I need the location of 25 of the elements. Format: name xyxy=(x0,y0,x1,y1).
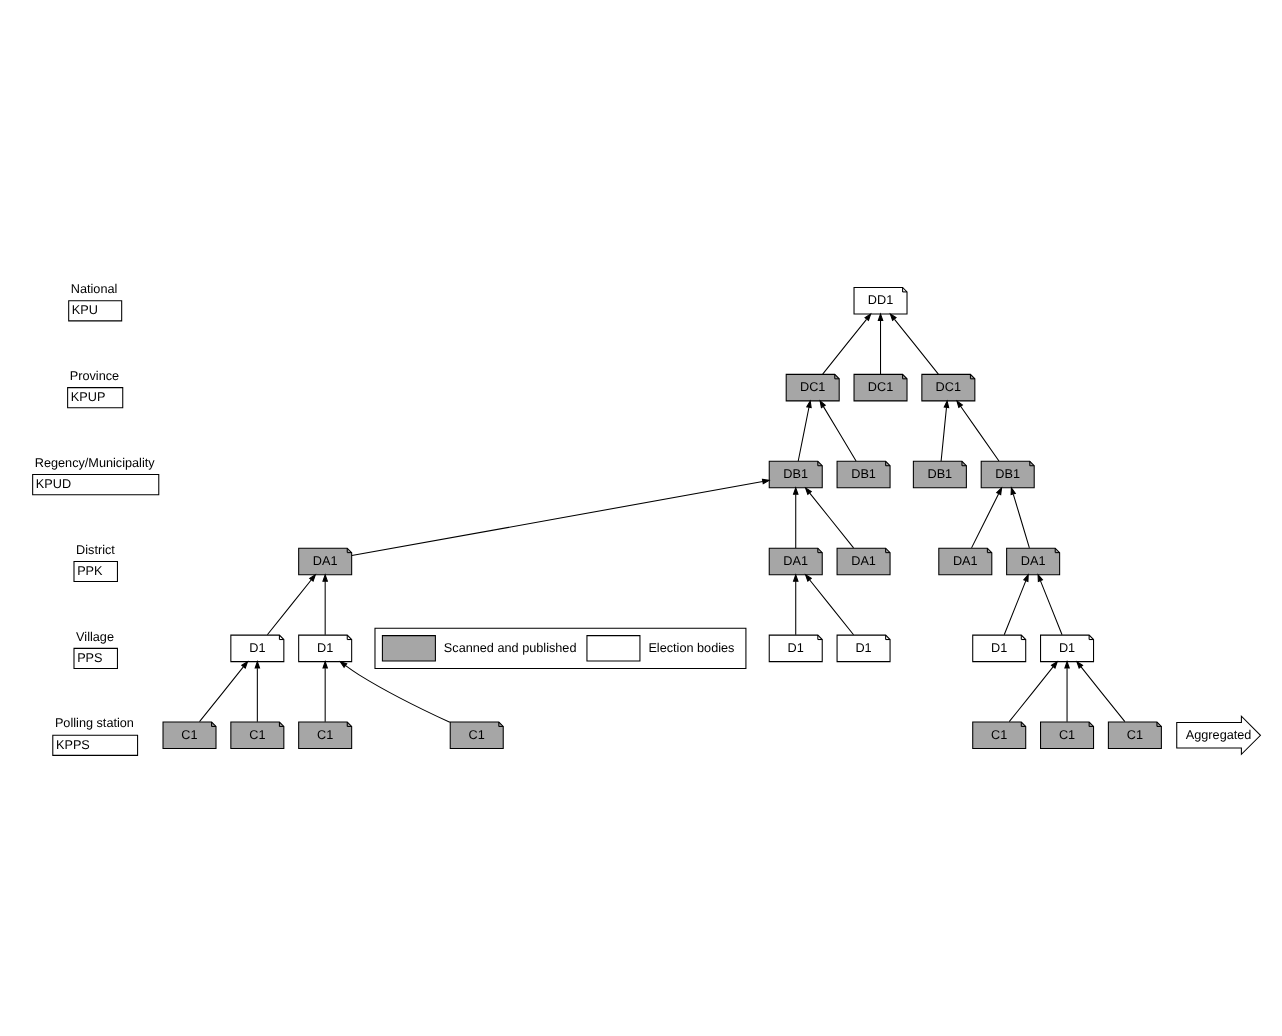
arrow xyxy=(804,486,855,549)
arrow xyxy=(822,312,872,375)
arrow xyxy=(199,660,249,723)
arrow xyxy=(322,573,329,636)
arrow xyxy=(792,573,799,636)
arrow xyxy=(971,486,1003,549)
arrow xyxy=(1064,660,1071,723)
arrow xyxy=(266,573,317,636)
arrow xyxy=(322,660,329,723)
arrow xyxy=(889,312,939,375)
arrow xyxy=(940,399,950,462)
arrow xyxy=(792,486,799,549)
arrow xyxy=(1010,486,1030,549)
arrow xyxy=(254,660,261,723)
arrow xyxy=(1075,660,1126,723)
arrow xyxy=(797,399,812,462)
arrow xyxy=(1003,573,1029,636)
arrow xyxy=(877,312,884,375)
arrow xyxy=(339,660,451,723)
arrow xyxy=(1037,573,1063,636)
arrow xyxy=(1008,660,1059,723)
arrow xyxy=(956,399,1000,462)
arrow xyxy=(819,399,857,462)
arrow xyxy=(351,478,771,557)
arrow xyxy=(804,573,855,636)
